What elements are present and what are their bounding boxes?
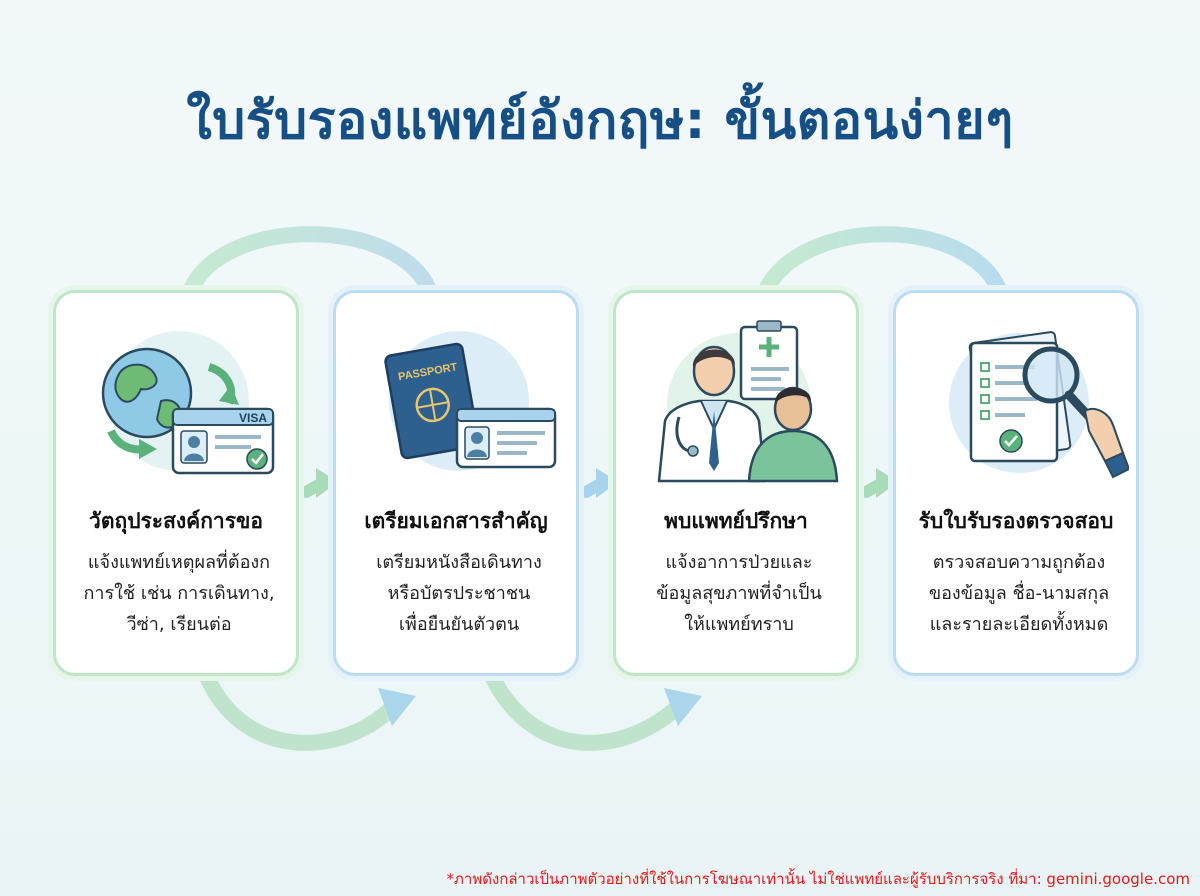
page-title: ใบรับรองแพทย์อังกฤษ: ขั้นตอนง่ายๆ [186,91,1014,151]
document-magnifier-icon [949,331,1129,479]
disclaimer-text: *ภาพดังกล่าวเป็นภาพตัวอย่างที่ใช้ในการโฆ… [446,870,1190,888]
step-card-purpose: VISA วัตถุประสงค์การขอ แจ้งแพทย์เหตุผลที… [53,290,299,676]
step-description: แจ้งแพทย์เหตุผลที่ต้องก การใช้ เช่น การเ… [83,552,275,635]
visa-card-label: VISA [239,411,267,425]
doctor-consult-icon [657,320,839,483]
step-title: วัตถุประสงค์การขอ [89,509,263,533]
step-description: เตรียมหนังสือเดินทาง หรือบัตรประชาชน เพื… [376,552,542,635]
step-title: เตรียมเอกสารสำคัญ [364,509,548,533]
step-title: รับใบรับรองตรวจสอบ [918,509,1114,533]
globe-visa-icon: VISA [101,331,275,475]
step-card-consult: พบแพทย์ปรึกษา แจ้งอาการป่วยและ ข้อมูลสุข… [613,290,859,676]
bottom-arc-left [197,664,403,751]
passport-id-icon: PASSPORT [384,331,557,471]
top-arc-right [757,226,1008,300]
bottom-arrowhead-left [378,688,416,726]
step-description: ตรวจสอบความถูกต้อง ของข้อมูล ชื่อ-นามสกุ… [928,552,1110,635]
top-arc-left [182,226,438,300]
step-title: พบแพทย์ปรึกษา [664,509,808,533]
bottom-arc-middle [482,664,688,751]
bottom-arrowhead-middle [664,688,702,726]
step-description: แจ้งอาการป่วยและ ข้อมูลสุขภาพที่จำเป็น ใ… [656,552,822,635]
step-card-certificate: รับใบรับรองตรวจสอบ ตรวจสอบความถูกต้อง ขอ… [893,290,1139,676]
step-card-documents: PASSPORT เตรียมเอกสารสำคัญ เตรียมหนังสือ… [333,290,579,676]
